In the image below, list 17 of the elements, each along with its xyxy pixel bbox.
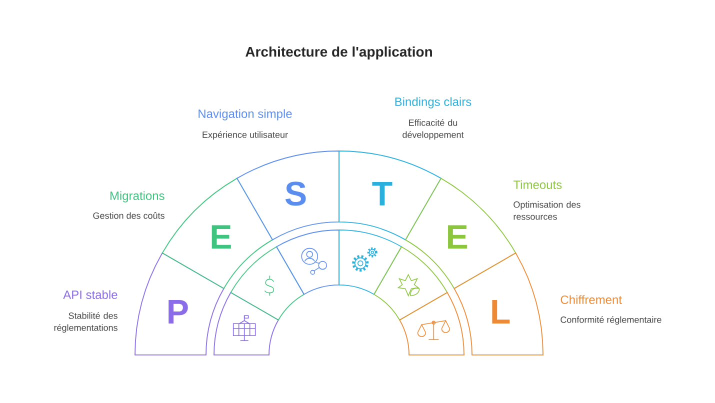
segment-description: Expérience utilisateur — [202, 131, 288, 140]
segment-heading: Migrations — [110, 191, 164, 202]
letter-segment: T — [338, 150, 442, 240]
letter-segment: L — [454, 252, 544, 356]
letter-segment: P — [134, 252, 224, 356]
segment-description: Stabilité des réglementations — [54, 312, 118, 333]
segment-heading: Navigation simple — [198, 109, 292, 120]
title: Architecture de l'application — [246, 46, 432, 60]
segment-description: Optimisation des ressources — [514, 201, 580, 220]
segment-heading: Bindings clairs — [395, 97, 472, 108]
segment-heading: Timeouts — [513, 180, 562, 189]
segment-heading: API stable — [63, 290, 118, 299]
segment-description: Efficacité du développement — [402, 119, 464, 140]
letter-segment: S — [236, 150, 340, 240]
segment-description: Conformité réglementaire — [560, 316, 662, 325]
segment-description: Gestion des coûts — [93, 212, 164, 219]
segment-heading: Chiffrement — [560, 295, 622, 304]
